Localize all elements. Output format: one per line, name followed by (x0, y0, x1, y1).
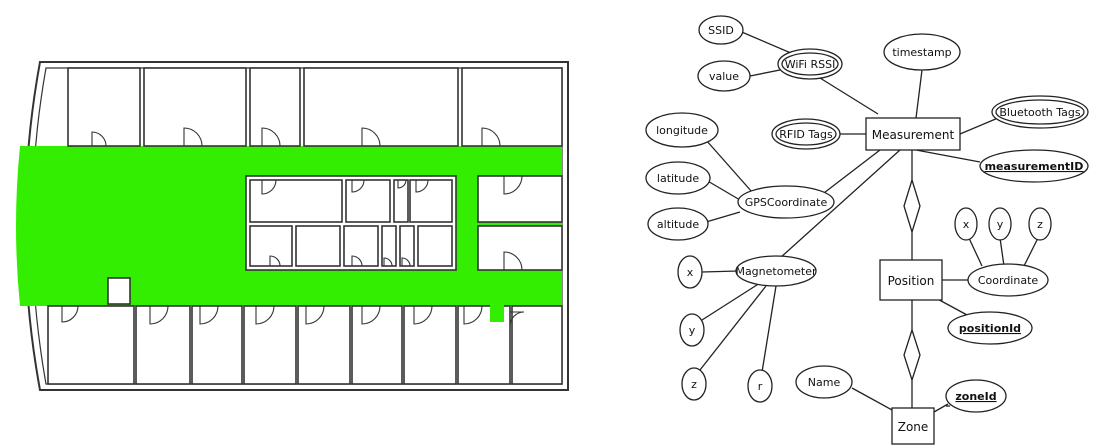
attribute-longitude-label: longitude (656, 124, 708, 137)
attribute-mag-y: y (679, 313, 705, 347)
attribute-gps-coordinate: GPSCoordinate (737, 185, 835, 219)
attribute-coord-x-label: x (963, 218, 970, 231)
attribute-ssid: SSID (698, 15, 744, 45)
attribute-coordinate-label: Coordinate (978, 274, 1039, 287)
attribute-coord-y: y (988, 207, 1012, 241)
attribute-position-id: positionId (947, 311, 1033, 345)
top-doors (91, 127, 501, 147)
central-island (245, 175, 457, 271)
shaft (107, 277, 131, 305)
attribute-coord-z-label: z (1037, 218, 1043, 231)
attribute-magnetometer: Magnetometer (735, 255, 817, 287)
attribute-rfid-tags-label: RFID Tags (779, 128, 833, 141)
relationship-diamond-measurement-position (903, 177, 921, 235)
attribute-zone-id-label: zoneId (955, 390, 996, 403)
attribute-wifi-rssi: WiFi RSSI (777, 48, 843, 80)
attribute-bluetooth-tags: Bluetooth Tags (991, 95, 1089, 129)
attribute-altitude: altitude (647, 207, 709, 241)
attribute-magnetometer-label: Magnetometer (735, 265, 817, 278)
corridor-notch (490, 304, 504, 322)
attribute-value-label: value (709, 70, 739, 83)
attribute-coord-y-label: y (997, 218, 1004, 231)
er-diagram: Measurement Position Zone SSID value WiF… (645, 15, 1089, 445)
attribute-mag-r-label: r (758, 380, 763, 393)
attribute-mag-z-label: z (691, 378, 697, 391)
relationship-diamond-position-zone (903, 327, 921, 383)
bottom-doors (61, 305, 525, 327)
attribute-coordinate: Coordinate (967, 263, 1049, 297)
floor-plan (16, 61, 569, 391)
attribute-altitude-label: altitude (657, 218, 699, 231)
attribute-mag-x: x (677, 255, 703, 289)
right-rooms (477, 175, 563, 271)
attribute-wifi-rssi-label: WiFi RSSI (785, 58, 836, 71)
top-rooms (67, 67, 563, 147)
attribute-value: value (697, 60, 751, 92)
attribute-mag-x-label: x (687, 266, 694, 279)
attribute-mag-r: r (747, 369, 773, 403)
attribute-timestamp: timestamp (883, 33, 961, 71)
attribute-ssid-label: SSID (708, 24, 734, 37)
entity-position-label: Position (888, 274, 935, 288)
attribute-zone-id: zoneId (945, 379, 1007, 413)
attribute-rfid-tags: RFID Tags (771, 118, 841, 150)
attribute-measurement-id-label: measurementID (985, 160, 1084, 173)
attribute-longitude: longitude (645, 112, 719, 148)
attribute-measurement-id: measurementID (979, 149, 1089, 183)
entity-zone: Zone (891, 407, 935, 445)
attribute-mag-z: z (681, 367, 707, 401)
attribute-coord-z: z (1028, 207, 1052, 241)
attribute-bluetooth-tags-label: Bluetooth Tags (999, 106, 1081, 119)
bottom-rooms (47, 305, 563, 385)
entity-measurement-label: Measurement (872, 128, 955, 142)
connector-lines (699, 29, 1039, 413)
attribute-latitude: latitude (645, 161, 711, 195)
attribute-name: Name (795, 365, 853, 399)
attribute-timestamp-label: timestamp (892, 46, 951, 59)
attribute-gps-coordinate-label: GPSCoordinate (745, 196, 828, 209)
attribute-coord-x: x (954, 207, 978, 241)
entity-position: Position (879, 259, 943, 301)
entity-zone-label: Zone (898, 420, 929, 434)
attribute-mag-y-label: y (689, 324, 696, 337)
entity-measurement: Measurement (865, 117, 961, 151)
attribute-position-id-label: positionId (959, 322, 1021, 335)
attribute-latitude-label: latitude (657, 172, 699, 185)
attribute-name-label: Name (808, 376, 841, 389)
